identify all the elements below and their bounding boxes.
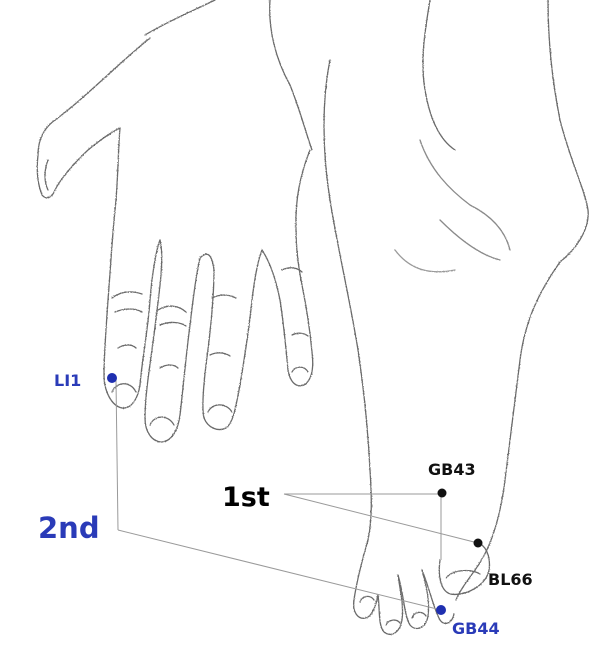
point-gb43 — [438, 489, 447, 498]
line-1st-to-bl66 — [284, 494, 478, 543]
point-li1 — [107, 373, 117, 383]
label-li1: LI1 — [54, 371, 81, 390]
point-gb44 — [436, 605, 446, 615]
label-gb44: GB44 — [452, 619, 500, 638]
line-li1-down — [116, 380, 118, 530]
point-bl66 — [474, 539, 483, 548]
foot-sketch — [324, 0, 588, 634]
label-gb43: GB43 — [428, 460, 476, 479]
line-2nd-to-gb44 — [118, 530, 441, 610]
label-2nd: 2nd — [38, 511, 100, 545]
label-1st: 1st — [222, 482, 270, 513]
label-bl66: BL66 — [488, 570, 533, 589]
